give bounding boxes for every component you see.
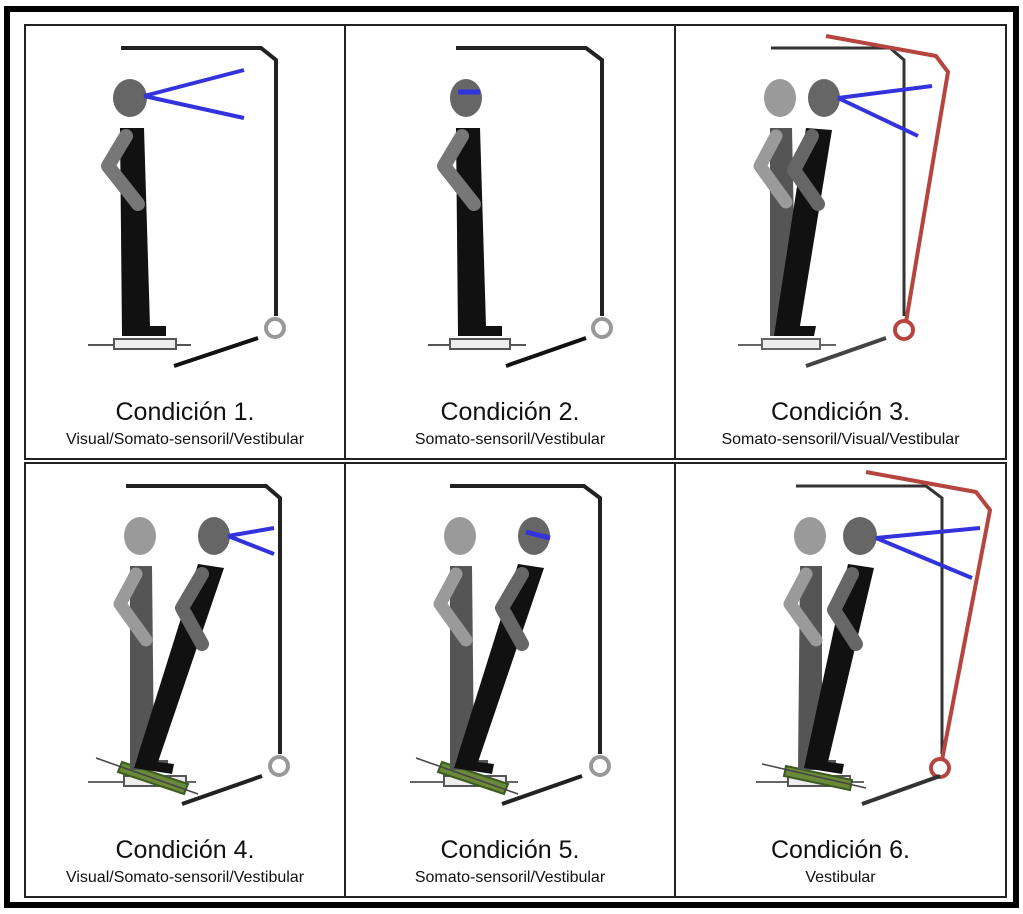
reference-person-icon (433, 517, 488, 770)
condition-subtitle: Somato-sensoril/Vestibular (414, 431, 606, 448)
base-line (501, 774, 583, 806)
standing-person-icon (804, 517, 877, 774)
condition-title: Condición 2. (440, 398, 580, 426)
condition-panel-6: Condición 6. Vestibular (674, 462, 1007, 898)
condition-subtitle: Somato-sensoril/Vestibular (414, 869, 606, 886)
pivot-icon (268, 755, 290, 777)
visual-surround-icon (796, 484, 944, 754)
pivot-icon (929, 757, 951, 779)
visual-field-icon (837, 84, 933, 138)
reference-person-icon (113, 517, 168, 770)
condition-panel-4: Condición 4. Visual/Somato-sensoril/Vest… (24, 462, 346, 898)
eyes-closed-icon (525, 529, 551, 541)
force-platform-icon (88, 338, 191, 350)
standing-person-icon (437, 79, 502, 336)
base-line (805, 336, 887, 368)
figure-frame: Condición 1. Visual/Somato-sensoril/Vest… (4, 6, 1019, 908)
force-platform-icon (738, 338, 836, 350)
visual-surround-icon (121, 46, 278, 316)
visual-field-icon (227, 526, 275, 556)
condition-subtitle: Vestibular (805, 869, 876, 886)
moving-surround-icon (825, 34, 951, 323)
base-line (173, 336, 259, 368)
condition-3-illustration (738, 34, 951, 368)
pivot-icon (589, 755, 611, 777)
visual-field-icon (875, 526, 981, 580)
visual-surround-icon (771, 46, 906, 316)
visual-surround-icon (126, 484, 282, 754)
condition-subtitle: Visual/Somato-sensoril/Vestibular (65, 869, 305, 886)
condition-title: Condición 4. (115, 836, 255, 864)
standing-person-icon (101, 79, 166, 336)
base-line (861, 774, 941, 806)
condition-panel-1: Condición 1. Visual/Somato-sensoril/Vest… (24, 24, 346, 460)
pivot-icon (264, 317, 286, 339)
visual-surround-icon (450, 484, 602, 754)
base-line (505, 336, 587, 368)
condition-subtitle: Somato-sensoril/Visual/Vestibular (721, 431, 960, 448)
moving-surround-icon (865, 470, 993, 761)
condition-panel-5: Condición 5. Somato-sensoril/Vestibular (344, 462, 676, 898)
condition-title: Condición 1. (115, 398, 255, 426)
standing-person-icon (774, 79, 840, 336)
condition-panel-3: Condición 3. Somato-sensoril/Visual/Vest… (674, 24, 1007, 460)
condition-4-illustration (88, 484, 290, 806)
condition-6-illustration (756, 470, 993, 806)
base-line (181, 774, 263, 806)
condition-title: Condición 6. (771, 836, 910, 864)
visual-field-icon (143, 68, 245, 120)
condition-2-illustration (428, 46, 613, 368)
force-platform-icon (428, 338, 526, 350)
condition-5-illustration (410, 484, 611, 806)
condition-1-illustration (88, 46, 286, 368)
visual-surround-icon (456, 46, 604, 316)
reference-person-icon (783, 517, 836, 770)
pivot-icon (591, 317, 613, 339)
condition-subtitle: Visual/Somato-sensoril/Vestibular (65, 431, 305, 448)
condition-title: Condición 3. (771, 398, 910, 426)
condition-panel-2: Condición 2. Somato-sensoril/Vestibular (344, 24, 676, 460)
condition-title: Condición 5. (440, 836, 580, 864)
force-platform-icon (756, 763, 867, 792)
standing-person-icon (134, 517, 230, 774)
pivot-icon (893, 319, 915, 341)
